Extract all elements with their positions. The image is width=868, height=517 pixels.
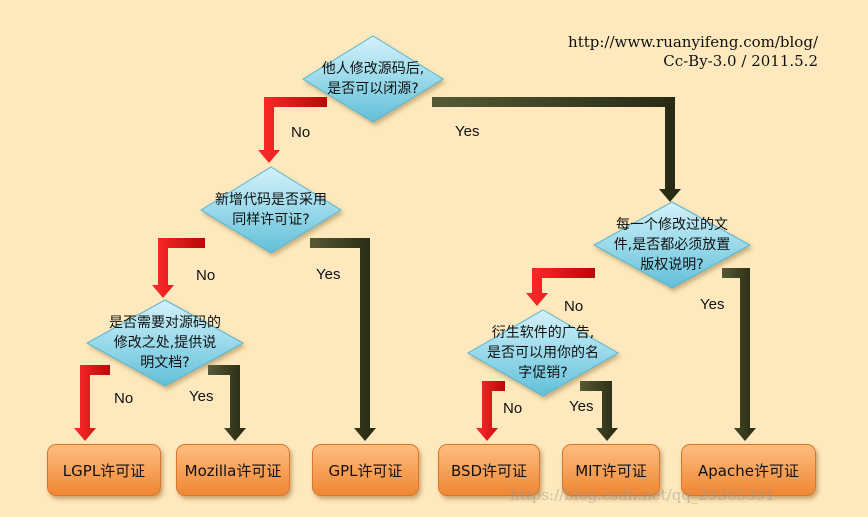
edge-label-q3-yes: Yes	[189, 388, 214, 405]
watermark: https://blog.csdn.net/qq_29365391	[510, 486, 775, 504]
edge-label-q5-yes: Yes	[569, 398, 594, 415]
arrow-q5-no	[476, 381, 505, 441]
edge-label-q5-no: No	[503, 400, 523, 417]
license-lgpl: LGPL许可证	[47, 444, 161, 496]
edge-label-q1-no: No	[291, 124, 311, 141]
edge-label-q3-no: No	[114, 390, 134, 407]
decision-q1-shape	[302, 35, 444, 123]
license-bsd: BSD许可证	[438, 444, 540, 496]
edge-label-q4-yes: Yes	[700, 296, 725, 313]
edge-label-q1-yes: Yes	[455, 123, 480, 140]
decision-q4-shape	[592, 201, 752, 289]
edge-label-q2-yes: Yes	[316, 266, 341, 283]
arrow-q3-yes	[208, 365, 246, 441]
arrow-q5-yes	[580, 381, 618, 441]
arrow-q3-no	[74, 365, 110, 441]
credit-block: http://www.ruanyifeng.com/blog/ Cc-By-3.…	[568, 33, 818, 71]
arrow-q4-no	[526, 268, 595, 306]
license-mozilla: Mozilla许可证	[176, 444, 290, 496]
arrow-q1-yes	[432, 97, 681, 202]
license-mit: MIT许可证	[562, 444, 660, 496]
license-apache: Apache许可证	[681, 444, 816, 496]
decision-q5-shape	[466, 309, 620, 397]
credit-url: http://www.ruanyifeng.com/blog/	[568, 33, 818, 51]
arrow-q1-no	[258, 97, 327, 163]
edge-label-q4-no: No	[564, 298, 584, 315]
arrow-q2-no	[152, 238, 205, 298]
credit-license: Cc-By-3.0 / 2011.5.2	[663, 52, 818, 70]
license-gpl: GPL许可证	[312, 444, 419, 496]
edge-label-q2-no: No	[196, 267, 216, 284]
arrow-q2-yes	[310, 238, 376, 441]
decision-q2-shape	[200, 166, 342, 254]
arrow-q4-yes	[722, 268, 756, 441]
decision-q3-shape	[85, 299, 245, 387]
